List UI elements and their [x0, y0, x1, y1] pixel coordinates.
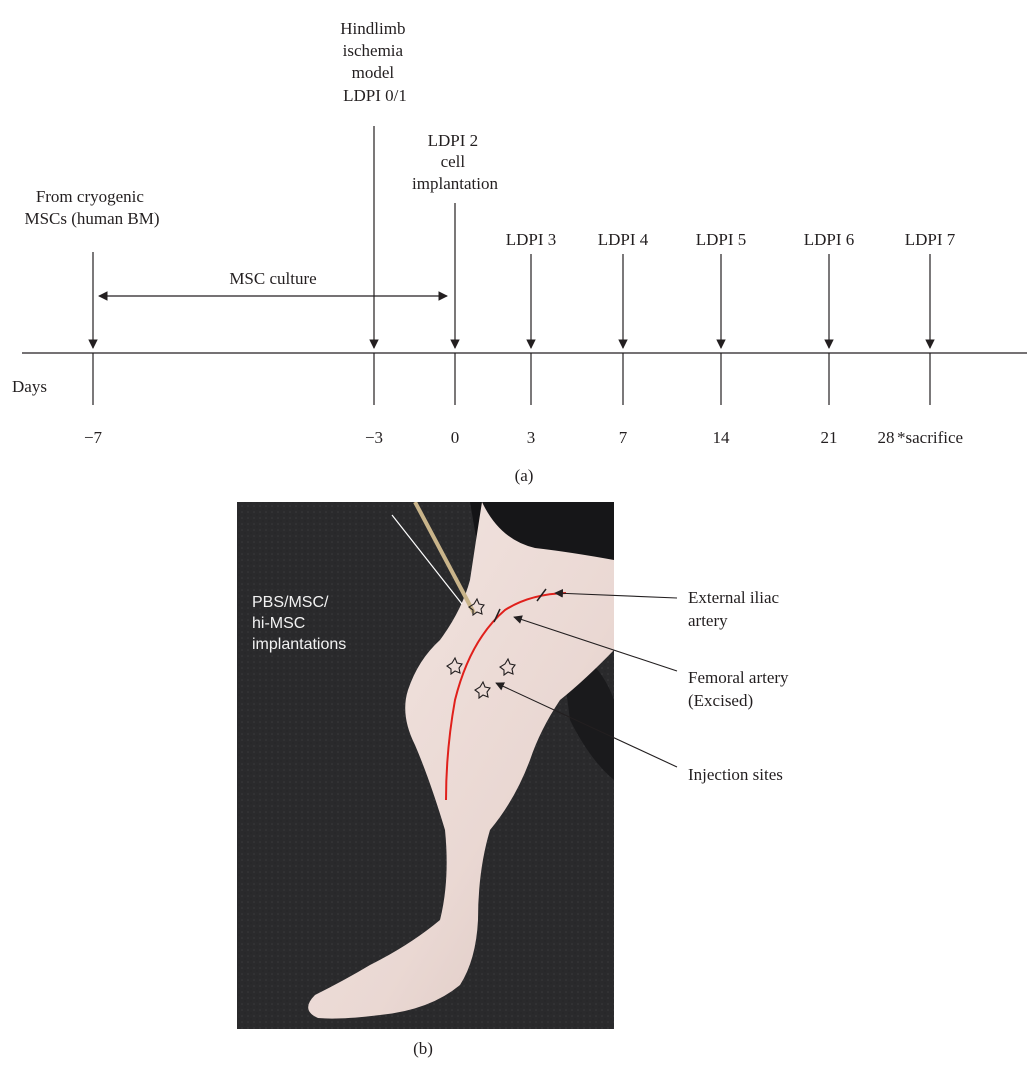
tick-lines	[93, 353, 930, 405]
callout-femoral: Femoral artery (Excised)	[688, 668, 793, 710]
tick-label-14: 14	[713, 428, 731, 447]
panel-a-timeline: From cryogenic MSCs (human BM) Hindlimb …	[12, 19, 1027, 485]
tick-label-minus7: −7	[84, 428, 103, 447]
label-day-minus7: From cryogenic MSCs (human BM)	[24, 187, 159, 228]
label-day-7: LDPI 4	[598, 230, 649, 249]
msc-culture-label: MSC culture	[229, 269, 316, 288]
label-day-0: LDPI 2 cell implantation	[412, 131, 498, 193]
tick-label-7: 7	[619, 428, 628, 447]
callout-external-iliac: External iliac artery	[688, 588, 783, 630]
label-day-minus3: Hindlimb ischemia model LDPI 0/1	[340, 19, 409, 105]
label-day-14: LDPI 5	[696, 230, 747, 249]
sacrifice-label: *sacrifice	[897, 428, 963, 447]
axis-label-days: Days	[12, 377, 47, 396]
caption-a: (a)	[515, 466, 534, 485]
tick-label-28: 28	[878, 428, 895, 447]
tick-label-minus3: −3	[365, 428, 383, 447]
tick-label-0: 0	[451, 428, 460, 447]
label-day-21: LDPI 6	[804, 230, 855, 249]
callout-injection: Injection sites	[688, 765, 783, 784]
label-day-28: LDPI 7	[905, 230, 956, 249]
tick-label-3: 3	[527, 428, 536, 447]
label-day-3: LDPI 3	[506, 230, 557, 249]
panel-b-photo: PBS/MSC/ hi-MSC implantations External i…	[237, 502, 793, 1058]
tick-label-21: 21	[821, 428, 838, 447]
caption-b: (b)	[413, 1039, 433, 1058]
